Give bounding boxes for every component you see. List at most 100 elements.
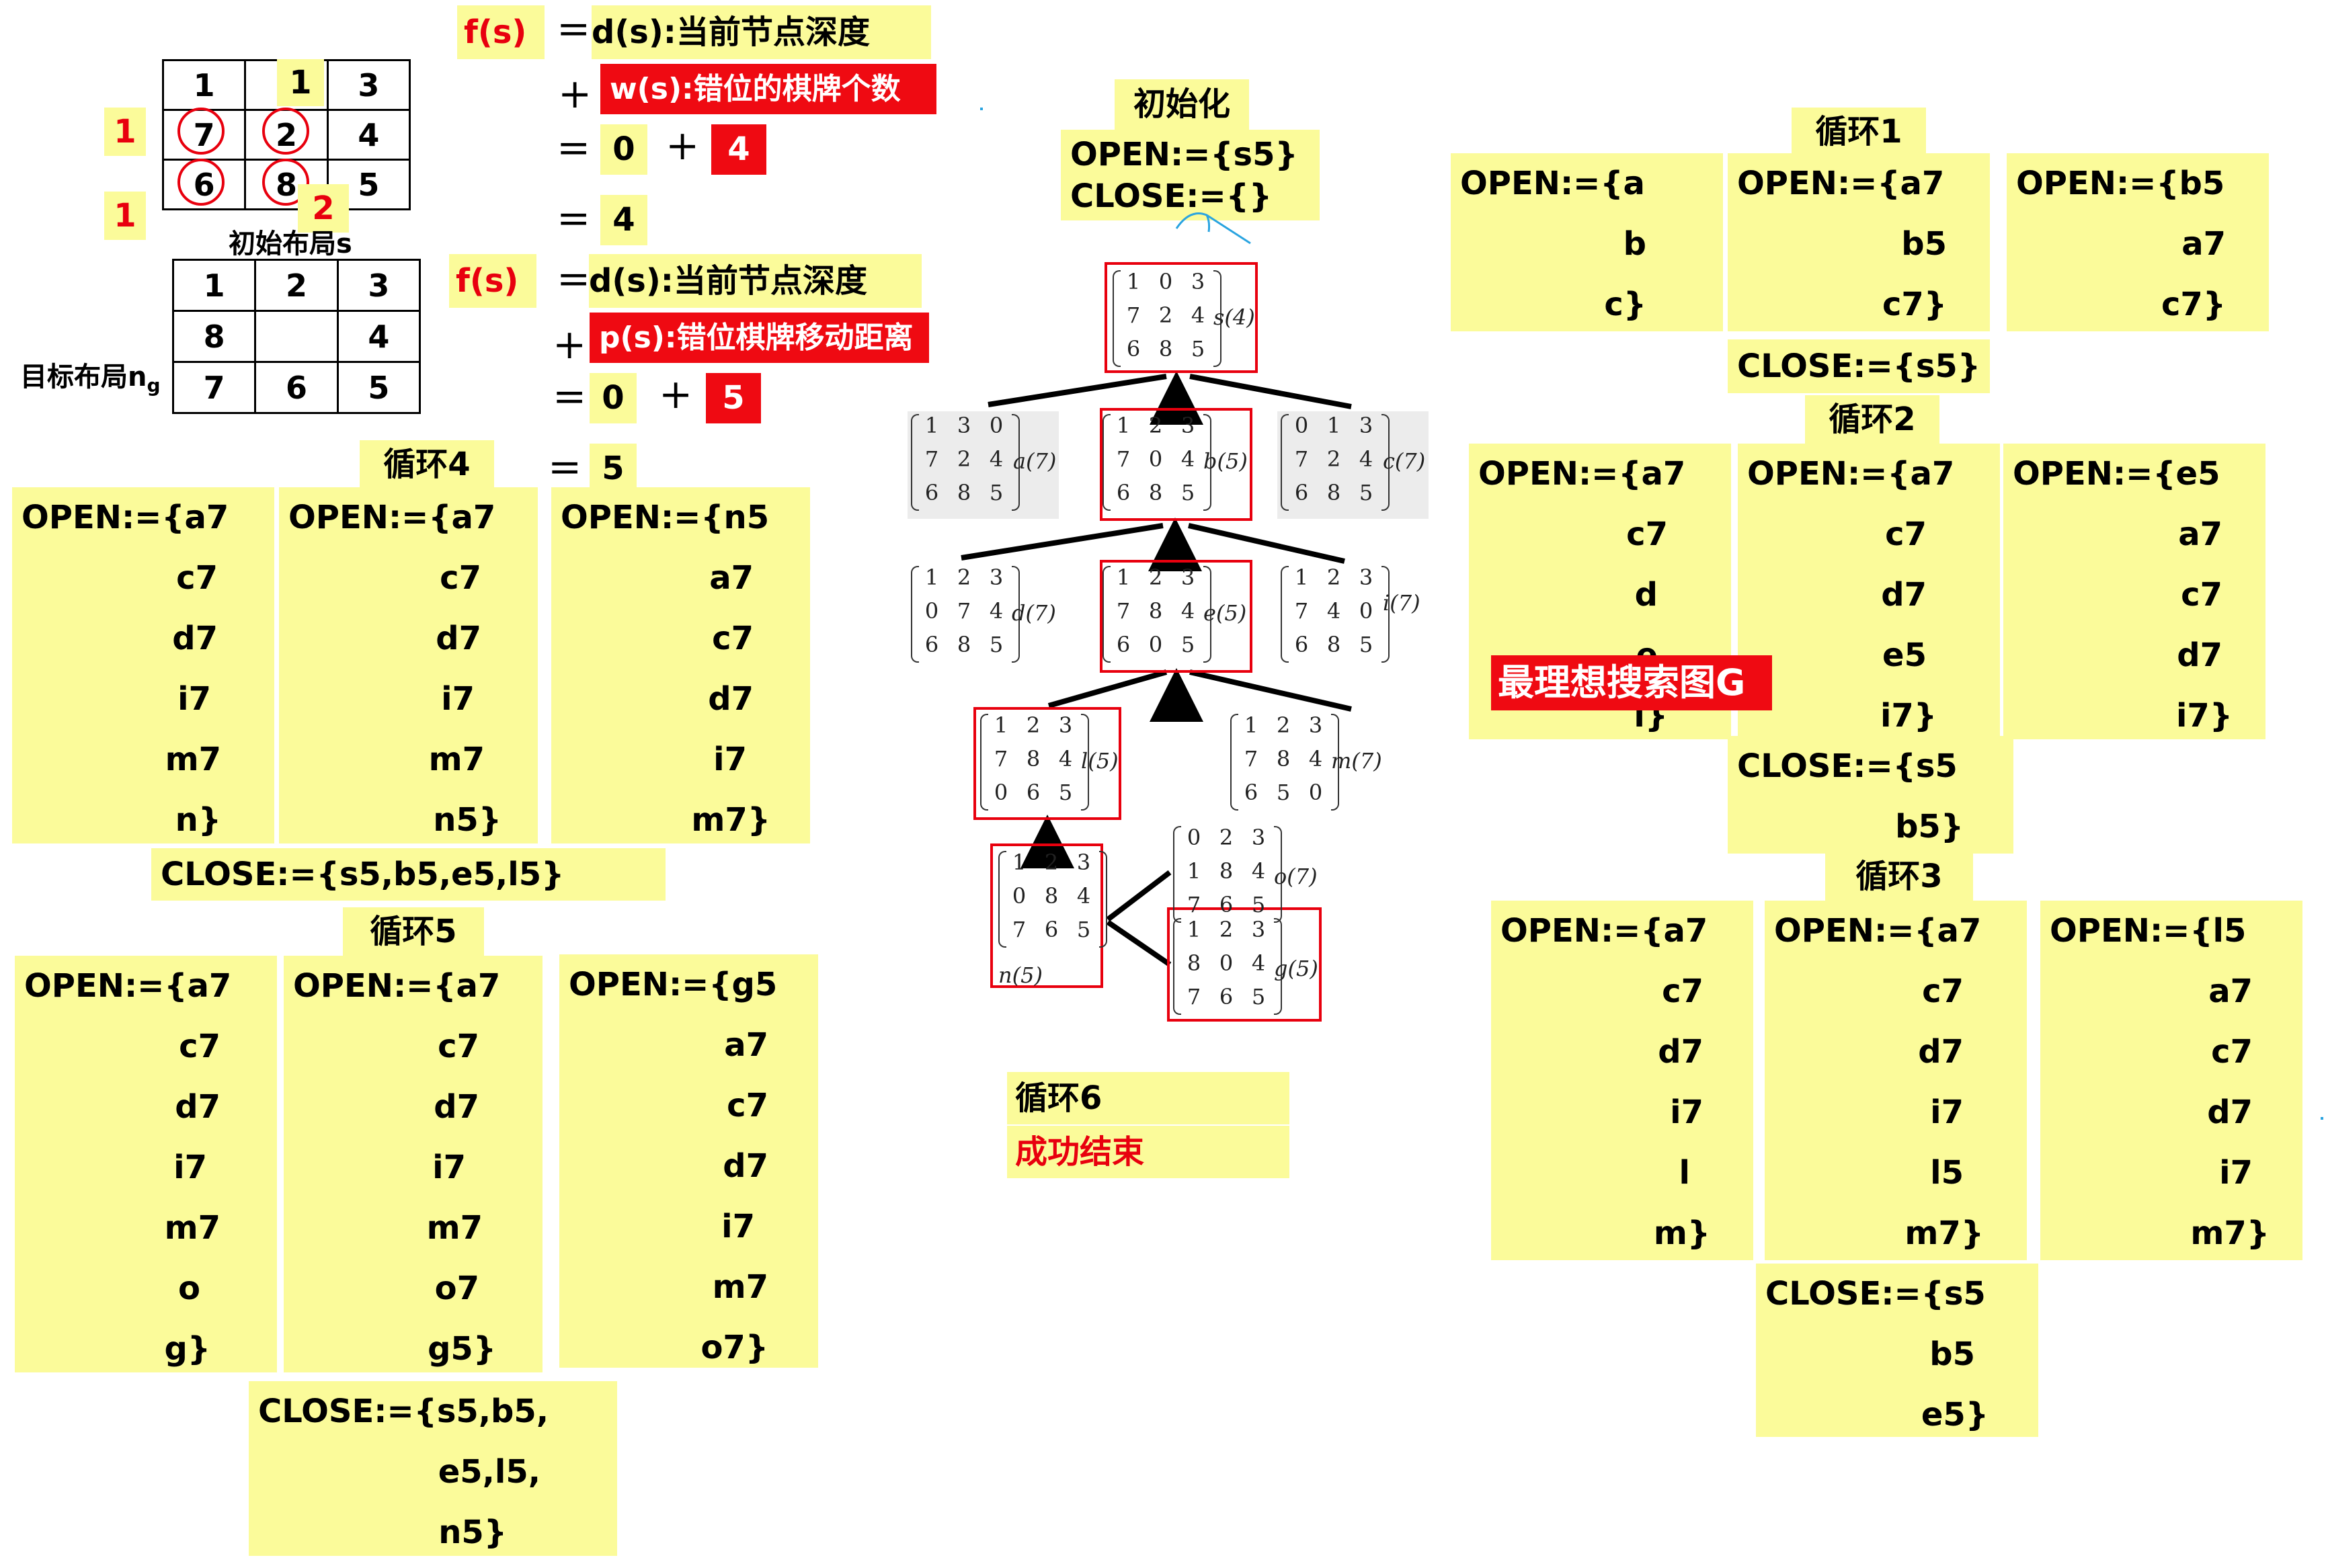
matrix-cell: 8	[1148, 598, 1163, 624]
open-line: c}	[1604, 286, 1646, 323]
initial-cell: 3	[326, 59, 411, 111]
open-line: c7	[2211, 1033, 2253, 1071]
loop4-open-1: OPEN:={a7 c7 d7 i7 m7 n}	[12, 487, 274, 843]
matrix-cell: 3	[1180, 413, 1195, 438]
open-line: c7	[1885, 515, 1927, 553]
open-line: i7}	[2175, 697, 2233, 735]
matrix-cell: 6	[1244, 780, 1258, 805]
node-label: n(5)	[998, 962, 1043, 988]
matrix-cell: 4	[1251, 858, 1266, 884]
matrix-cell: 4	[989, 446, 1004, 472]
open-line: m7	[426, 1209, 483, 1247]
open-line: d7	[708, 680, 754, 718]
close-line: CLOSE:={s5,b5,	[258, 1393, 549, 1430]
open-line: OPEN:={l5	[2050, 912, 2247, 950]
equals-sign: =	[553, 373, 587, 420]
node-label: g(5)	[1274, 956, 1318, 981]
matrix-cell: 5	[1251, 892, 1266, 917]
open-line: i7	[432, 1149, 466, 1186]
matrix-bracket	[1331, 714, 1339, 811]
matrix-cell: 7	[994, 746, 1008, 772]
loop4-title: 循环4	[360, 440, 494, 489]
matrix-cell: 3	[1191, 269, 1205, 294]
open-line: c7	[712, 620, 754, 657]
matrix-cell: 0	[1012, 883, 1027, 909]
matrix-cell: 3	[1058, 712, 1073, 738]
equals-sign: =	[557, 124, 591, 171]
loop2-open-3: OPEN:={e5 a7 c7 d7 i7}	[2003, 444, 2265, 739]
matrix-cell: 6	[924, 632, 939, 657]
matrix-cell: 5	[1359, 632, 1373, 657]
plus-sign: +	[558, 71, 592, 118]
stray-mark	[980, 108, 983, 110]
matrix-cell: 6	[1044, 917, 1059, 942]
loop5-open-3: OPEN:={g5 a7 c7 d7 i7 m7 o7}	[559, 954, 818, 1368]
loop3-open-2: OPEN:={a7 c7 d7 i7 l5 m7}	[1765, 901, 2027, 1260]
depth-term: d(s):当前节点深度	[592, 5, 931, 59]
matrix-bracket	[1381, 566, 1390, 663]
matrix-bracket	[1102, 414, 1111, 511]
matrix-cell: 3	[1308, 712, 1323, 738]
node-label: a(7)	[1013, 448, 1057, 474]
matrix-cell: 8	[1276, 746, 1291, 772]
loop4-open-2: OPEN:={a7 c7 d7 i7 m7 n5}	[279, 487, 538, 843]
matrix-cell: 2	[1219, 917, 1234, 942]
expanded-node-box	[1100, 408, 1252, 521]
equals-sign: =	[557, 5, 591, 52]
matrix-cell: 0	[1294, 413, 1309, 438]
matrix-cell: 2	[1276, 712, 1291, 738]
matrix-bracket	[1281, 566, 1289, 663]
matrix-cell: 2	[957, 565, 971, 590]
open-line: i7	[721, 1208, 755, 1245]
matrix-cell: 2	[1219, 825, 1234, 850]
f-result: 5	[590, 444, 637, 494]
loop3-open-1: OPEN:={a7 c7 d7 i7 l m}	[1491, 901, 1753, 1260]
loop1-close: CLOSE:={s5}	[1728, 339, 1990, 393]
open-line: OPEN:={b5	[2016, 165, 2225, 202]
depth-value: 0	[600, 124, 647, 175]
open-line: c7	[438, 1028, 479, 1065]
open-line: i7	[2219, 1154, 2253, 1192]
goal-cell: 6	[254, 361, 339, 414]
matrix-cell: 5	[1180, 480, 1195, 505]
matrix-cell: 1	[1116, 413, 1131, 438]
matrix-bracket	[1230, 714, 1238, 811]
close-line: CLOSE:={s5	[1765, 1275, 1986, 1313]
plus-sign: +	[666, 122, 700, 169]
matrix-cell: 5	[989, 632, 1004, 657]
loop5-title: 循环5	[343, 907, 484, 956]
open-line: n}	[175, 801, 221, 839]
goal-cell: 4	[336, 310, 422, 363]
matrix-cell: 7	[1244, 746, 1258, 772]
distance-mark: 1	[104, 108, 146, 156]
open-line: d7	[723, 1147, 768, 1185]
matrix-cell: 0	[1187, 825, 1201, 850]
matrix-bracket	[998, 851, 1006, 948]
matrix-cell: 4	[1076, 883, 1091, 909]
matrix-cell: 8	[1326, 480, 1341, 505]
matrix-bracket	[911, 566, 919, 663]
matrix-cell: 5	[1251, 984, 1266, 1009]
init-title: 初始化	[1115, 79, 1249, 130]
matrix-bracket	[1381, 414, 1390, 511]
open-line: l	[1679, 1154, 1690, 1192]
matrix-cell: 3	[1076, 850, 1091, 875]
open-line: d7	[1918, 1033, 1964, 1071]
stray-mark	[2321, 1117, 2323, 1120]
p-value: 5	[706, 373, 761, 423]
depth-term-text: d(s):当前节点深度	[592, 13, 871, 51]
open-line: m7	[165, 741, 221, 778]
node-label: c(7)	[1383, 448, 1426, 474]
matrix-cell: 8	[1044, 883, 1059, 909]
matrix-cell: 6	[1219, 984, 1234, 1009]
matrix-cell: 7	[1187, 984, 1201, 1009]
misplaced-circle	[262, 159, 309, 206]
distance-mark: 1	[104, 192, 146, 240]
matrix-cell: 1	[1187, 917, 1201, 942]
misplaced-circle	[262, 108, 309, 155]
open-line: OPEN:={g5	[569, 966, 778, 1003]
expanded-node-box	[973, 707, 1121, 820]
matrix-cell: 5	[1276, 780, 1291, 805]
matrix-cell: 0	[1219, 950, 1234, 976]
